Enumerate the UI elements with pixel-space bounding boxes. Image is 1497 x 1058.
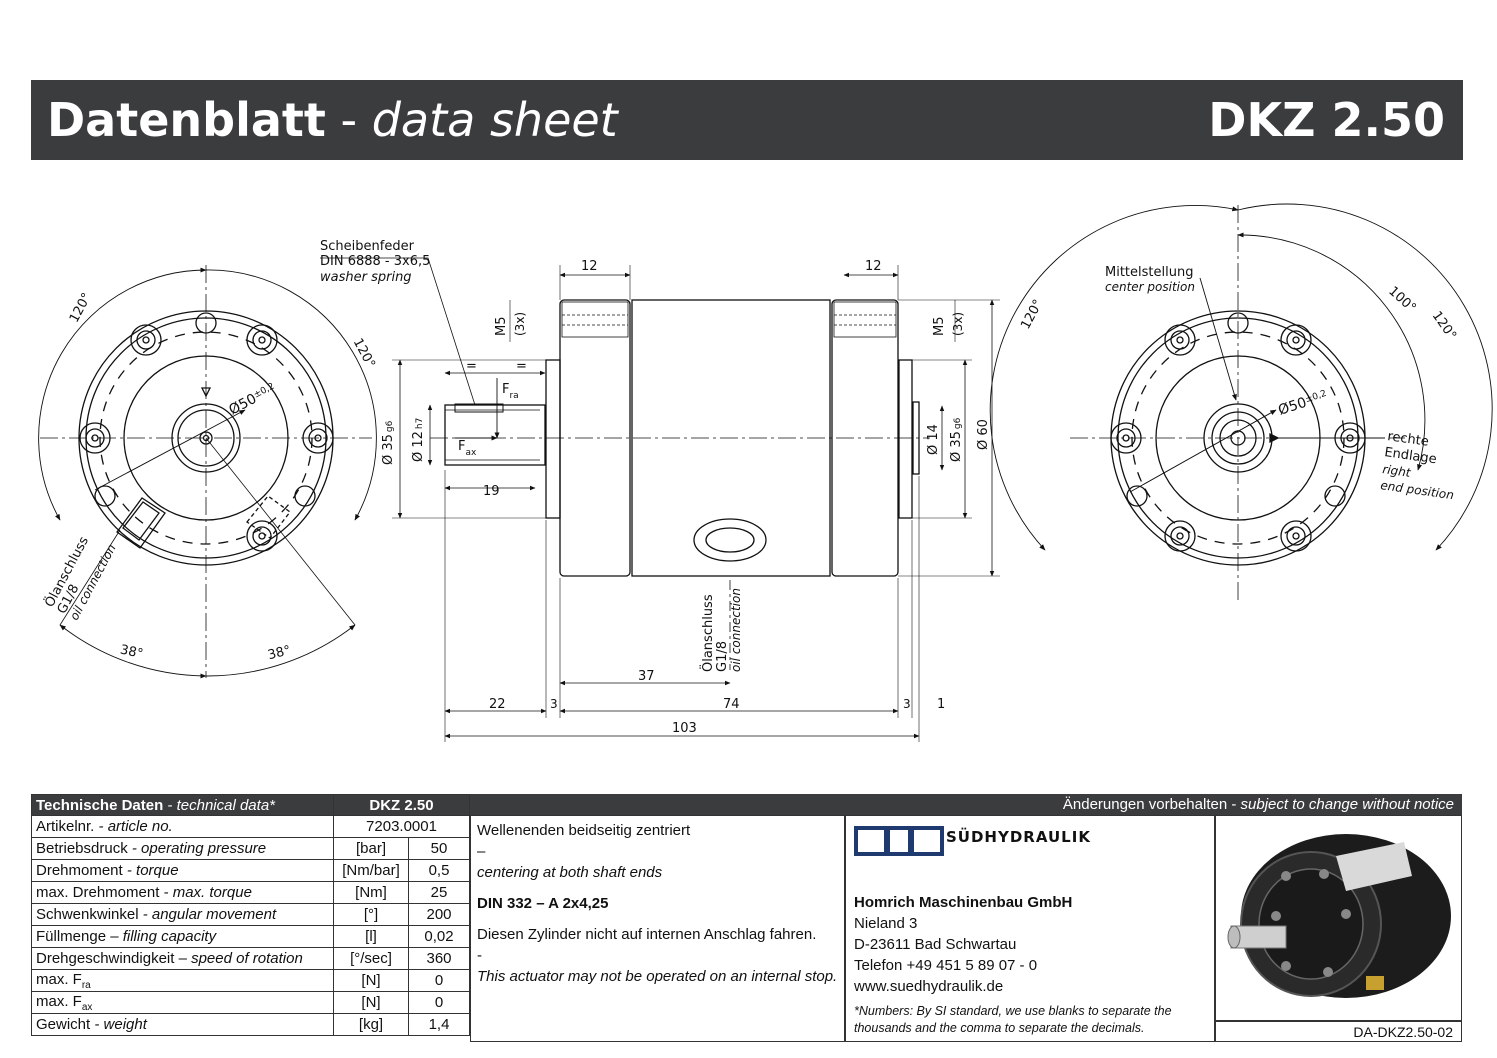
logo-mark: SÜDHYDRAULIK	[854, 826, 1091, 856]
dim-22: 22	[489, 697, 506, 712]
company-website[interactable]: www.suedhydraulik.de	[854, 978, 1004, 995]
right-angle-right: 120°	[1429, 309, 1459, 343]
dim-12-right: 12	[865, 259, 882, 274]
table-row: Drehgeschwindigkeit – speed of rotation[…	[31, 947, 470, 970]
change-notice: Änderungen vorbehalten - subject to chan…	[470, 794, 1462, 815]
m5-left: M5	[494, 317, 509, 337]
dim-74: 74	[723, 697, 740, 712]
notes-panel: Wellenenden beidseitig zentriert – cente…	[470, 815, 845, 1042]
right-diameter-label: Ø50±0,2	[1276, 388, 1329, 419]
note-centering-en: centering at both shaft ends	[477, 864, 663, 881]
right-angle-left: 120°	[1018, 297, 1046, 332]
company-city: D-23611 Bad Schwartau	[854, 936, 1017, 953]
right-end-en2: end position	[1380, 478, 1455, 502]
model-name: DKZ 2.50	[1208, 93, 1445, 147]
company-name: Homrich Maschinenbau GmbH	[854, 894, 1073, 911]
right-center-de: Mittelstellung	[1105, 265, 1193, 280]
table-row: Betriebsdruck - operating pressure[bar]5…	[31, 837, 470, 860]
force-ax: Fax	[458, 439, 477, 458]
note-stop-en: This actuator may not be operated on an …	[477, 968, 838, 985]
technical-data-table: Technische Daten - technical data* DKZ 2…	[31, 794, 470, 1036]
side-view	[320, 257, 1000, 742]
force-ra: Fra	[502, 382, 519, 401]
spring-din: DIN 6888 - 3x6,5	[320, 254, 430, 269]
table-row: Drehmoment - torque[Nm/bar]0,5	[31, 859, 470, 882]
table-row: Gewicht - weight[kg]1,4	[31, 1013, 470, 1036]
table-row: max. Fra[N]0	[31, 969, 470, 992]
side-oil-de: Ölanschluss	[699, 594, 716, 672]
right-end-en1: right	[1382, 462, 1413, 480]
dim-3-left: 3	[550, 697, 558, 711]
left-angle-bottom-left: 38°	[119, 643, 145, 662]
logo-text: SÜDHYDRAULIK	[946, 827, 1091, 846]
company-phone: Telefon +49 451 5 89 07 - 0	[854, 957, 1038, 974]
table-header-label: Technische Daten - technical data*	[31, 794, 334, 816]
note-stop-de: Diesen Zylinder nicht auf internen Ansch…	[477, 926, 817, 943]
note-dash-2: -	[477, 947, 482, 964]
m5-left-count: (3x)	[513, 312, 527, 336]
right-flange-view	[989, 203, 1493, 600]
table-row: Füllmenge – filling capacity[l]0,02	[31, 925, 470, 948]
equal-left: =	[466, 359, 477, 374]
spring-de: Scheibenfeder	[320, 239, 415, 254]
dim-19: 19	[483, 484, 500, 499]
left-diameter-label: Ø50±0,2	[226, 381, 278, 419]
technical-drawing: 120° 120° 38° 38° Ø50±0,2 Ölanschluss G1…	[38, 203, 1493, 742]
table-row: Schwenkwinkel - angular movement[°]200	[31, 903, 470, 926]
right-end-de1: rechte	[1386, 429, 1429, 450]
right-center-en: center position	[1105, 280, 1195, 294]
note-centering-de: Wellenenden beidseitig zentriert	[477, 822, 691, 839]
note-dash-1: –	[477, 843, 486, 860]
side-oil-thread: G1/8	[715, 641, 730, 672]
title-italic: data sheet	[371, 93, 618, 147]
header-bar: Datenblatt - data sheet DKZ 2.50	[31, 80, 1463, 160]
dim-12-left: 12	[581, 259, 598, 274]
table-row: max. Fax[N]0	[31, 991, 470, 1014]
product-photo	[1215, 815, 1462, 1021]
table-row: max. Drehmoment - max. torque[Nm]25	[31, 881, 470, 904]
dim-37: 37	[638, 669, 655, 684]
m5-right-count: (3x)	[951, 312, 965, 336]
left-flange-view	[38, 265, 377, 679]
dim-d35-left: Ø 35g6	[381, 420, 396, 465]
dim-d60: Ø 60	[976, 419, 991, 450]
document-number: DA-DKZ2.50-02	[1215, 1021, 1462, 1042]
left-angle-bottom-right: 38°	[266, 643, 292, 663]
table-row: Artikelnr. - article no.7203.0001	[31, 815, 470, 838]
table-header-model: DKZ 2.50	[333, 794, 470, 816]
page-title: Datenblatt - data sheet	[47, 92, 618, 148]
dim-d35-right: Ø 35g6	[949, 417, 964, 462]
company-street: Nieland 3	[854, 915, 918, 932]
dim-d12: Ø 12h7	[411, 418, 426, 462]
title-sep: -	[325, 93, 372, 147]
m5-right: M5	[932, 317, 947, 337]
dim-1: 1	[937, 697, 945, 712]
dim-3-right: 3	[903, 697, 911, 711]
right-angle-100: 100°	[1385, 284, 1418, 316]
company-logo: SÜDHYDRAULIK	[854, 822, 1206, 866]
table-header-row: Technische Daten - technical data* DKZ 2…	[31, 794, 470, 816]
side-oil-en: oil connection	[729, 588, 743, 672]
right-end-de2: Endlage	[1383, 445, 1437, 467]
equal-right: =	[516, 359, 527, 374]
dim-103: 103	[672, 721, 697, 736]
note-din: DIN 332 – A 2x4,25	[477, 895, 609, 912]
spring-en: washer spring	[320, 270, 412, 285]
company-panel: SÜDHYDRAULIK Homrich Maschinenbau GmbH N…	[845, 815, 1215, 1042]
left-angle-top-left: 120°	[67, 291, 95, 326]
dim-d14: Ø 14	[926, 424, 941, 455]
si-footnote: *Numbers: By SI standard, we use blanks …	[854, 1004, 1172, 1035]
actuator-image	[1227, 834, 1451, 998]
title-bold: Datenblatt	[47, 93, 326, 147]
